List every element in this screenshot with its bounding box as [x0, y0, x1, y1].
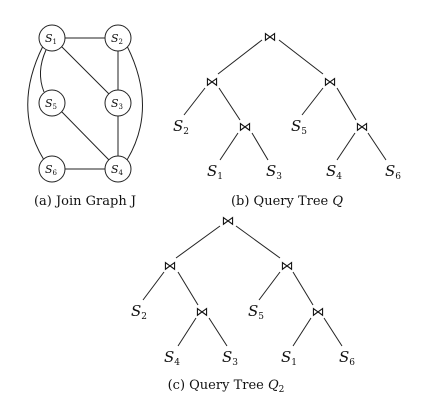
tree-leaf: S1: [281, 348, 297, 368]
tree-edge: [292, 317, 312, 347]
tree-leaf: S5: [248, 302, 264, 322]
join-graph: S1 S2 S5 S3 S6 S4 (a) Join Graph J: [27, 24, 143, 209]
graph-edge-s1-s3: [59, 44, 112, 97]
join-operator: ⋈: [356, 120, 369, 135]
query-tree-q2: ⋈ ⋈ ⋈ ⋈ ⋈ S2 S4 S3 S5 S1 S6 (c) Query Tr…: [131, 214, 355, 395]
tree-edge: [217, 39, 263, 75]
tree-leaf: S4: [326, 162, 342, 182]
tree-edge: [336, 87, 357, 121]
tree-leaf: S3: [222, 348, 238, 368]
tree-edge: [278, 39, 324, 75]
join-operator: ⋈: [164, 259, 177, 274]
graph-edge-s1-s5: [40, 49, 47, 93]
tree-edge: [292, 271, 314, 306]
tree-edge: [301, 87, 324, 116]
graph-node-label: S6: [45, 163, 58, 177]
join-operator: ⋈: [324, 75, 337, 90]
join-operator: ⋈: [312, 305, 325, 320]
tree-leaf: S6: [339, 348, 355, 368]
tree-edge: [258, 271, 281, 301]
graph-edge-s1-s6: [27, 45, 45, 161]
tree-edge: [235, 225, 281, 259]
tree-edge: [142, 271, 165, 301]
tree-leaf: S3: [266, 162, 282, 182]
graph-node-s2: S2: [104, 24, 132, 52]
tree-edge: [177, 317, 197, 347]
tree-leaf: S1: [207, 162, 223, 182]
caption-join-graph: (a) Join Graph J: [34, 194, 136, 209]
graph-node-s6: S6: [38, 155, 66, 183]
graph-node-s3: S3: [104, 89, 132, 117]
tree-edge: [175, 225, 221, 259]
tree-leaf: S2: [131, 302, 147, 322]
tree-edge: [219, 132, 239, 161]
tree-edge: [251, 132, 269, 161]
join-operator: ⋈: [239, 120, 252, 135]
tree-edge: [183, 87, 206, 116]
tree-edge: [367, 132, 387, 161]
graph-node-s1: S1: [38, 24, 66, 52]
tree-edge: [336, 132, 356, 161]
tree-leaf: S4: [164, 348, 180, 368]
graph-node-s5: S5: [38, 89, 66, 117]
join-operator: ⋈: [222, 214, 235, 229]
tree-edge: [323, 317, 343, 347]
tree-edge: [208, 317, 228, 347]
tree-leaf: S2: [173, 117, 189, 137]
join-operator: ⋈: [196, 305, 209, 320]
tree-edge: [218, 87, 241, 121]
join-operator: ⋈: [206, 75, 219, 90]
caption-query-tree-q2: (c) Query Tree Q2: [168, 378, 285, 395]
tree-leaf: S5: [291, 117, 307, 137]
caption-query-tree-q: (b) Query Tree Q: [231, 194, 343, 209]
graph-node-label: S2: [111, 32, 123, 46]
graph-node-s4: S4: [104, 155, 132, 183]
tree-leaf: S6: [385, 162, 401, 182]
graph-node-label: S1: [45, 32, 57, 46]
join-operator: ⋈: [264, 30, 277, 45]
join-operator: ⋈: [281, 259, 294, 274]
tree-edge: [177, 271, 199, 306]
graph-node-label: S3: [111, 97, 123, 111]
graph-edge-s5-s4: [60, 110, 110, 161]
graph-node-label: S4: [111, 163, 124, 177]
query-tree-q: ⋈ ⋈ ⋈ ⋈ ⋈ S2 S1 S3 S5 S4 S6 (b) Query Tr…: [173, 30, 401, 209]
graph-edge-s2-s4: [126, 45, 143, 161]
graph-node-label: S5: [45, 97, 57, 111]
